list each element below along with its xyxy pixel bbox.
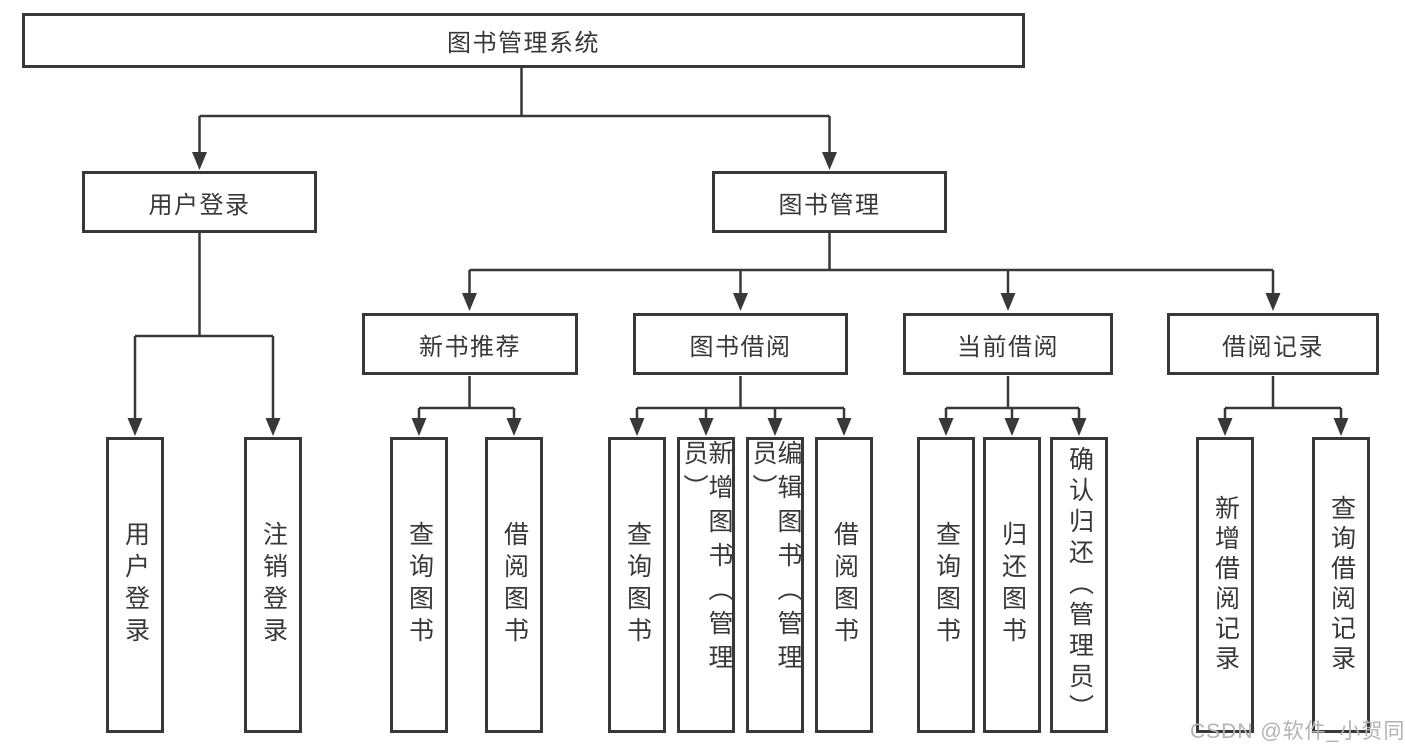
node-label: 借阅记录 <box>1222 333 1324 361</box>
arrowhead-icon <box>1217 418 1233 436</box>
arrowhead-icon <box>938 418 954 436</box>
leaf-add-borrow-record: 新增借阅记录 <box>1196 437 1254 733</box>
node-new-book-recommend: 新书推荐 <box>362 313 578 375</box>
node-borrow-records: 借阅记录 <box>1167 313 1379 375</box>
leaf-borrow-books-recommend: 借阅图书 <box>485 437 543 733</box>
arrowhead-icon <box>506 418 522 436</box>
node-label: 当前借阅 <box>957 333 1059 361</box>
csdn-watermark: CSDN @软件_小贺同学 <box>1190 720 1405 743</box>
arrowhead-icons <box>127 152 1349 436</box>
arrowhead-icon <box>1333 418 1349 436</box>
node-label: 图书管理 <box>778 191 881 219</box>
connector-user-login-to-children <box>133 233 275 418</box>
arrowhead-icon <box>1265 293 1281 311</box>
arrowhead-icon <box>767 418 783 436</box>
node-label: 查询图书 <box>623 521 652 649</box>
connector-borrow-records-to-children <box>1223 376 1343 418</box>
node-label: 借阅图书 <box>830 521 859 649</box>
node-root-system: 图书管理系统 <box>22 13 1025 68</box>
arrowhead-icon <box>1071 418 1087 436</box>
arrowhead-icon <box>698 418 714 436</box>
leaf-query-books-recommend: 查询图书 <box>390 437 448 733</box>
arrowhead-icon <box>836 418 852 436</box>
node-label: 编辑图书（管理员） <box>749 440 802 678</box>
arrowhead-icon <box>127 418 143 436</box>
node-label: 用户登录 <box>148 191 251 219</box>
leaf-query-borrow-record: 查询借阅记录 <box>1312 437 1370 733</box>
node-book-management: 图书管理 <box>712 171 947 233</box>
arrowhead-icon <box>411 418 427 436</box>
arrowhead-icon <box>1000 293 1016 311</box>
leaf-user-login: 用户登录 <box>106 437 164 733</box>
connector-root-to-level2 <box>198 68 831 152</box>
leaf-borrow-books: 借阅图书 <box>815 437 873 733</box>
node-label: 新书推荐 <box>419 333 521 361</box>
arrowhead-icon <box>733 293 748 311</box>
node-label: 图书管理系统 <box>447 30 600 57</box>
node-label: 查询借阅记录 <box>1327 495 1356 675</box>
node-user-login: 用户登录 <box>82 171 317 233</box>
node-label: 查询图书 <box>405 521 434 649</box>
arrowhead-icon <box>192 152 207 170</box>
arrowhead-icon <box>1004 418 1020 436</box>
node-label: 注销登录 <box>259 521 288 649</box>
node-label: 查询图书 <box>932 521 961 649</box>
node-label: 确认归还（管理员） <box>1065 445 1094 725</box>
arrowhead-icon <box>265 418 281 436</box>
node-label: 图书借阅 <box>689 333 792 361</box>
leaf-add-book-admin: 新增图书（管理员） <box>677 437 735 733</box>
leaf-confirm-return-admin: 确认归还（管理员） <box>1050 437 1108 733</box>
arrowhead-icon <box>462 293 477 311</box>
leaf-logout: 注销登录 <box>244 437 302 733</box>
leaf-query-books-current: 查询图书 <box>917 437 975 733</box>
node-book-borrow: 图书借阅 <box>633 313 848 375</box>
connector-current-borrow-to-children <box>944 376 1081 418</box>
node-current-borrow: 当前借阅 <box>903 313 1113 375</box>
node-label: 新增图书（管理员） <box>680 440 733 678</box>
leaf-query-books-borrow: 查询图书 <box>608 437 666 733</box>
arrowhead-icon <box>822 152 837 170</box>
node-label: 借阅图书 <box>500 521 529 649</box>
connector-book-borrow-to-children <box>635 376 846 418</box>
node-label: 用户登录 <box>121 521 150 649</box>
node-label: 新增借阅记录 <box>1211 495 1240 675</box>
node-label: 归还图书 <box>998 521 1027 649</box>
arrowhead-icon <box>629 418 645 436</box>
connector-book-management-to-level3 <box>468 233 1275 293</box>
leaf-return-book: 归还图书 <box>983 437 1041 733</box>
leaf-edit-book-admin: 编辑图书（管理员） <box>746 437 804 733</box>
connector-new-book-to-children <box>417 376 516 418</box>
